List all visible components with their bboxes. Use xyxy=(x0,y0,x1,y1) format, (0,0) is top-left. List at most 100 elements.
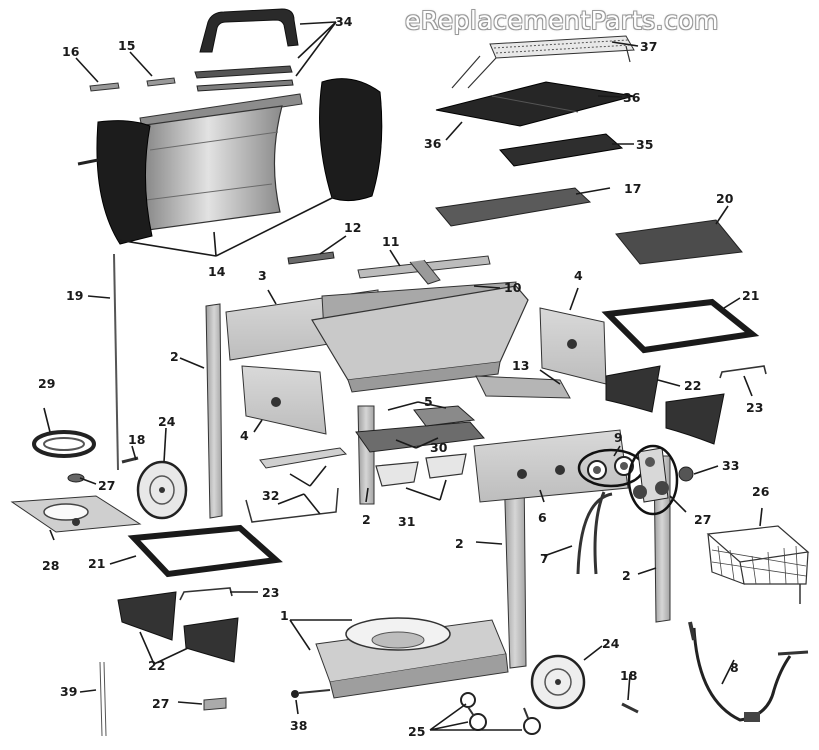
part-rod-32b xyxy=(245,487,339,523)
callout-7: 7 xyxy=(540,551,549,566)
callout-8: 8 xyxy=(730,660,739,675)
callout-26: 26 xyxy=(752,484,770,499)
part-igniter-assembly xyxy=(627,444,694,516)
callout-18-left: 18 xyxy=(128,432,145,447)
part-rod-32a xyxy=(259,447,348,469)
callout-33: 33 xyxy=(722,458,739,473)
callout-38: 38 xyxy=(290,718,307,733)
leader-lines xyxy=(43,21,763,731)
callout-24-left: 24 xyxy=(158,414,176,429)
part-cookbox xyxy=(311,281,529,393)
part-catch-pan xyxy=(355,421,485,453)
part-leg-left xyxy=(205,303,223,519)
callout-35: 35 xyxy=(636,137,653,152)
callout-28: 28 xyxy=(42,558,59,573)
part-strip-16 xyxy=(89,82,120,92)
part-warming-rack xyxy=(451,35,635,89)
callout-37: 37 xyxy=(640,39,657,54)
callout-10: 10 xyxy=(504,280,522,295)
callout-2-right: 2 xyxy=(622,568,631,583)
callout-14: 14 xyxy=(208,264,226,279)
callout-29: 29 xyxy=(38,376,55,391)
part-grate-35 xyxy=(499,133,624,167)
callout-20: 20 xyxy=(716,191,734,206)
part-shelf-top xyxy=(615,219,743,265)
part-regulator-hose xyxy=(688,621,809,722)
callout-34: 34 xyxy=(335,14,353,29)
callout-22-right: 22 xyxy=(684,378,701,393)
part-leg-rear xyxy=(357,405,375,505)
part-strip-15 xyxy=(146,77,176,87)
callout-36-right: 36 xyxy=(623,90,641,105)
callout-4-left: 4 xyxy=(240,428,249,443)
part-casters xyxy=(460,692,541,735)
callout-12: 12 xyxy=(344,220,361,235)
part-shelf-bracket-22b xyxy=(665,393,725,445)
part-handle xyxy=(194,8,299,92)
callout-15: 15 xyxy=(118,38,135,53)
callout-4-right: 4 xyxy=(574,268,583,283)
callout-2-front: 2 xyxy=(455,536,464,551)
part-control-panel xyxy=(473,429,629,503)
part-rod-19 xyxy=(113,253,119,471)
part-wire-23-right xyxy=(719,365,767,379)
part-basket xyxy=(706,525,810,604)
watermark: eReplacementParts.com xyxy=(405,6,719,35)
part-clip-27-bottom xyxy=(203,697,227,711)
part-drip-cup-b xyxy=(425,453,467,479)
callout-27-right: 27 xyxy=(694,512,711,527)
callout-30: 30 xyxy=(430,440,448,455)
callout-9: 9 xyxy=(614,430,623,445)
callout-labels: 34 16 15 37 36 36 35 17 20 12 11 14 3 10… xyxy=(38,14,770,739)
callout-21-upper: 21 xyxy=(742,288,759,303)
callout-1: 1 xyxy=(280,608,289,623)
part-shelf-bracket-22a xyxy=(605,365,661,413)
part-wire-23-left xyxy=(179,587,233,601)
part-side-panel-left xyxy=(241,365,327,435)
callout-27-left: 27 xyxy=(98,478,115,493)
callout-22-left: 22 xyxy=(148,658,165,673)
part-shelf-frame-upper xyxy=(601,298,760,354)
callout-2-left: 2 xyxy=(170,349,179,364)
callout-6: 6 xyxy=(538,510,547,525)
part-bar-12 xyxy=(287,251,335,265)
callout-3: 3 xyxy=(258,268,267,283)
part-nut-27-left xyxy=(67,473,85,483)
part-shelf-bracket-22c xyxy=(117,591,177,641)
callout-5: 5 xyxy=(424,394,433,409)
part-shelf-bracket-22d xyxy=(183,617,239,663)
part-heat-tent xyxy=(435,187,592,227)
part-control-knobs xyxy=(577,448,645,488)
part-shelf-frame-lower xyxy=(127,524,283,578)
callout-23-right: 23 xyxy=(746,400,763,415)
part-bottom-tray xyxy=(315,617,509,699)
callout-18-right: 18 xyxy=(620,668,637,683)
callout-31: 31 xyxy=(398,514,415,529)
callout-11: 11 xyxy=(382,234,399,249)
callout-25: 25 xyxy=(408,724,425,739)
part-gas-hose xyxy=(576,491,613,575)
callout-21-lower: 21 xyxy=(88,556,105,571)
callout-16: 16 xyxy=(62,44,80,59)
part-wheel-left xyxy=(136,460,188,520)
part-base-plate xyxy=(10,495,142,533)
part-wheel-right xyxy=(530,654,586,710)
callout-2-center: 2 xyxy=(362,512,371,527)
callout-19: 19 xyxy=(66,288,83,303)
part-pin-18-right xyxy=(621,702,639,714)
callout-36-left: 36 xyxy=(424,136,442,151)
callout-24-right: 24 xyxy=(602,636,620,651)
part-bracket-13 xyxy=(475,375,571,399)
part-drip-cup-a xyxy=(375,461,419,487)
callout-39: 39 xyxy=(60,684,77,699)
part-bolt-38 xyxy=(291,689,331,698)
part-hood xyxy=(77,78,383,245)
part-rod-39 xyxy=(99,661,107,737)
callout-23-left: 23 xyxy=(262,585,279,600)
callout-27-bottom: 27 xyxy=(152,696,169,711)
callout-17: 17 xyxy=(624,181,641,196)
part-bracket-11 xyxy=(357,255,491,285)
part-burner-ring xyxy=(32,430,96,458)
callout-32: 32 xyxy=(262,488,279,503)
callout-13: 13 xyxy=(512,358,529,373)
